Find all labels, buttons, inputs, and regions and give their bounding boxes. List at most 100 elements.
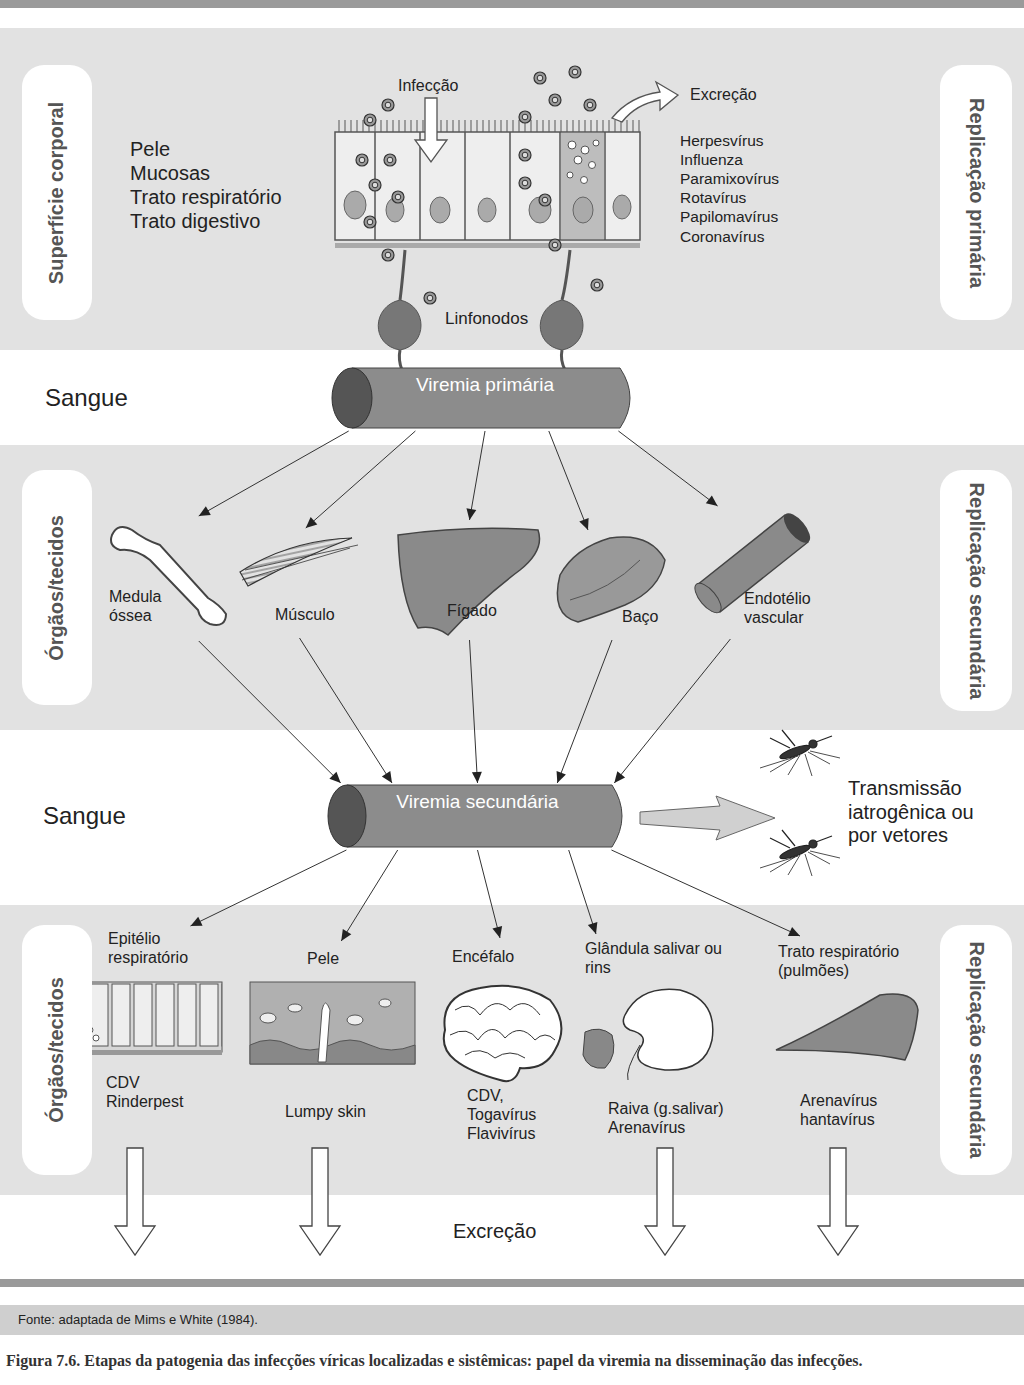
connector [569,850,598,934]
vertical-label: Replicação secundária [964,942,988,1159]
vertical-label: Órgãos/tecidos [45,515,69,661]
connector [341,850,397,941]
organ: Epitélio respiratórioCDV Rinderpest [78,928,228,1128]
side-label-pill: Replicação secundária [940,470,1012,711]
node-label: Baço [622,608,672,627]
connector-line [618,431,717,506]
connector-line [557,640,612,783]
text-label: Pele [130,138,170,162]
connector-line [199,431,349,516]
connector [306,431,416,528]
node-label: Viremia secundária [335,791,620,813]
text-label: Coronavírus [680,228,764,246]
connector [300,638,393,783]
connector-line [191,850,347,926]
connector-line [300,638,393,783]
connector-line [341,850,397,941]
arrowhead [588,922,598,934]
node-label: Raiva (g.salivar) Arenavírus [608,1100,740,1138]
text-label: Sangue [45,384,128,412]
vertical-label: Órgãos/tecidos [45,977,69,1123]
arrowhead [706,495,718,506]
connector [466,431,485,520]
arrowhead [557,771,566,783]
node-label: Viremia primária [340,374,630,396]
node-label: Glândula salivar ou rins [585,940,735,978]
arrowhead [382,771,392,783]
arrowhead [579,518,588,530]
text-label: Transmissão iatrogênica ou por vetores [848,777,1008,848]
connector-line [470,640,478,783]
text-label: Herpesvírus [680,132,764,150]
text-label: Excreção [690,86,757,105]
side-label-pill: Superfície corporal [22,65,92,320]
side-label-pill: Replicação primária [940,65,1012,320]
text-label: Excreção [453,1220,536,1244]
side-label-pill: Replicação secundária [940,925,1012,1175]
organ: Fígado [392,522,547,637]
text-label: Mucosas [130,162,210,186]
connector-line [478,850,501,938]
node-label: Lumpy skin [285,1103,395,1122]
connector [618,431,717,506]
organ: Medula óssea [105,518,230,638]
connector-line [569,850,596,934]
node-label: Epitélio respiratório [108,930,208,968]
figure-caption: Figura 7.6. Etapas da patogenia das infe… [6,1352,1018,1371]
organ: Trato respiratório (pulmões) Arenavírus h… [770,938,920,1134]
arrowhead [306,517,318,528]
connector-line [611,850,800,936]
connector [470,640,482,783]
organ: PeleLumpy skin [245,943,420,1128]
text-label: Linfonodos [445,309,528,329]
text-label: Sangue [43,802,126,830]
vertical-label: Replicação primária [964,97,988,287]
node-label: Arenavírus hantavírus [800,1092,910,1130]
arrowhead [341,929,351,941]
text-label: Paramixovírus [680,170,779,188]
connector [614,639,730,783]
connector [199,641,341,783]
arrowhead [329,772,340,783]
text-label: Infecção [398,77,458,96]
connector [549,431,589,530]
connector [199,431,349,516]
node-label: CDV, Togavírus Flavivírus [467,1087,562,1144]
arrowhead [466,508,476,520]
organ: EncéfaloCDV, Togavírus Flavivírus [435,940,565,1150]
node-label: Encéfalo [452,948,552,967]
vertical-label: Superfície corporal [45,101,69,283]
node-label: Fígado [447,602,527,621]
text-label: Influenza [680,151,743,169]
connector-line [306,431,416,528]
arrowhead [614,771,625,783]
arrowhead [788,927,800,936]
connector [611,850,800,936]
connector [557,640,612,783]
side-label-pill: Órgãos/tecidos [22,925,92,1175]
node-label: Trato respiratório (pulmões) [778,943,918,981]
organ: Endotélio vascular [692,508,820,636]
vertical-label: Replicação secundária [964,482,988,699]
node-label: Pele [307,950,367,969]
connector-line [614,639,730,783]
connector-line [549,431,588,530]
viremia-tube: Viremia primária [340,368,630,428]
node-label: CDV Rinderpest [106,1074,206,1112]
text-label: Papilomavírus [680,208,778,226]
arrowhead [191,917,203,926]
connector-line [470,431,486,520]
arrowhead [472,772,482,783]
connector-line [199,641,341,783]
side-label-pill: Órgãos/tecidos [22,470,92,705]
node-label: Endotélio vascular [744,590,820,628]
arrowhead [199,506,211,516]
organ: Baço [552,532,672,637]
node-label: Músculo [275,606,360,625]
organ: Músculo [237,530,362,635]
connector [478,850,503,938]
text-label: Rotavírus [680,189,746,207]
text-label: Trato digestivo [130,210,260,234]
arrowhead [492,926,502,938]
